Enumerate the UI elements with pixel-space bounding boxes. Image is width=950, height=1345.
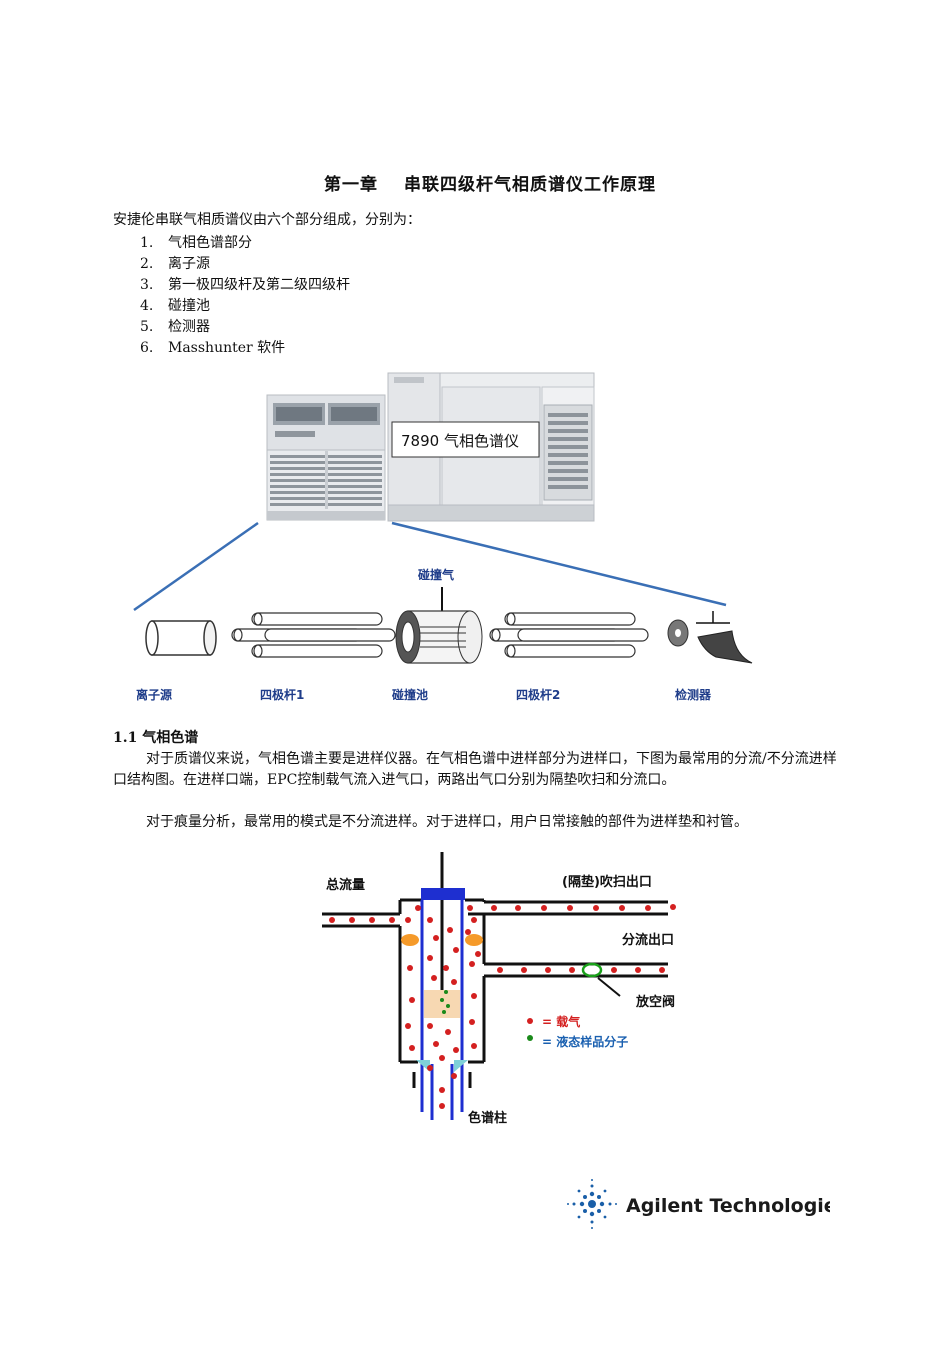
legend-sample-label: = 液态样品分子 (542, 1034, 628, 1049)
label-ion-source: 离子源 (136, 687, 172, 702)
section-number: 1.1 (113, 730, 138, 746)
gc-label: 7890 气相色谱仪 (401, 432, 519, 450)
ferrule-left (416, 1060, 430, 1072)
label-split-outlet: 分流出口 (622, 932, 674, 948)
chapter-number: 第一章 (324, 175, 378, 195)
detector-shape (667, 611, 753, 664)
list-item: 3.第一极四级杆及第二级四级杆 (140, 277, 350, 293)
agilent-logo: Agilent Technologies (567, 1179, 830, 1229)
carrier-gas-dots (329, 904, 676, 1109)
instrument-figure: 7890 气相色谱仪 碰撞气 (133, 372, 753, 702)
section-title: 气相色谱 (142, 730, 199, 746)
mass-spec-unit-image (266, 394, 386, 521)
label-purge-outlet: (隔垫)吹扫出口 (562, 874, 652, 890)
chapter-title: 第一章 串联四级杆气相质谱仪工作原理 (0, 170, 950, 195)
legend-carrier-icon (527, 1018, 533, 1024)
sample-molecule-dots (440, 990, 450, 1014)
label-column: 色谱柱 (468, 1110, 507, 1126)
label-quad-1: 四极杆1 (260, 687, 304, 702)
chapter-heading: 串联四级杆气相质谱仪工作原理 (404, 175, 656, 195)
list-item: 4.碰撞池 (140, 298, 210, 314)
collision-gas-label: 碰撞气 (417, 567, 454, 582)
agilent-logo-text: Agilent Technologies (626, 1195, 830, 1217)
inlet-body (398, 914, 668, 1064)
o-ring-right (465, 934, 483, 946)
intro-text: 安捷伦串联气相质谱仪由六个部分组成，分别为： (113, 212, 421, 228)
vent-valve-pointer (597, 977, 621, 997)
total-flow-pipe (322, 898, 421, 928)
list-item: 5.检测器 (140, 319, 210, 335)
quadrupole-1-shape (231, 612, 396, 658)
list-item: 2.离子源 (140, 256, 210, 272)
list-item: 6.Masshunter 软件 (140, 340, 286, 356)
parts-list: 1.气相色谱部分 2.离子源 3.第一极四级杆及第二级四级杆 4.碰撞池 5.检… (140, 233, 350, 359)
liner (420, 900, 464, 1120)
paragraph-1: 对于质谱仪来说，气相色谱主要是进样仪器。在气相色谱中进样部分为进样口，下图为最常… (113, 751, 837, 788)
septum-cap (421, 888, 465, 900)
vent-valve-icon (581, 962, 603, 978)
label-detector: 检测器 (675, 687, 712, 702)
zoom-line-right (391, 521, 727, 607)
ferrule-right (454, 1060, 468, 1072)
label-total-flow: 总流量 (326, 877, 365, 893)
paragraph-2: 对于痕量分析，最常用的模式是不分流进样。对于进样口，用户日常接触的部件为进样垫和… (146, 814, 748, 830)
agilent-spark-icon (567, 1179, 617, 1229)
legend-carrier-label: = 载气 (542, 1014, 580, 1029)
section-heading: 1.1 气相色谱 (113, 727, 198, 747)
collision-cell-shape (395, 610, 483, 664)
list-item: 1.气相色谱部分 (140, 235, 252, 251)
o-ring-left (401, 934, 419, 946)
ion-source-shape (145, 620, 217, 656)
purge-outlet-pipe (465, 898, 668, 916)
glass-wool (424, 990, 460, 1018)
label-vent-valve: 放空阀 (635, 994, 675, 1010)
zoom-line-left (133, 521, 259, 612)
inlet-diagram: = 载气 = 液态样品分子 总流量 (隔垫)吹扫出口 分流出口 放空阀 色谱柱 (322, 852, 676, 1126)
legend-sample-icon (527, 1035, 533, 1041)
label-collision-cell: 碰撞池 (391, 687, 428, 702)
label-quad-2: 四极杆2 (516, 687, 560, 702)
gc-label-box (391, 421, 540, 458)
quadrupole-2-shape (489, 612, 649, 658)
